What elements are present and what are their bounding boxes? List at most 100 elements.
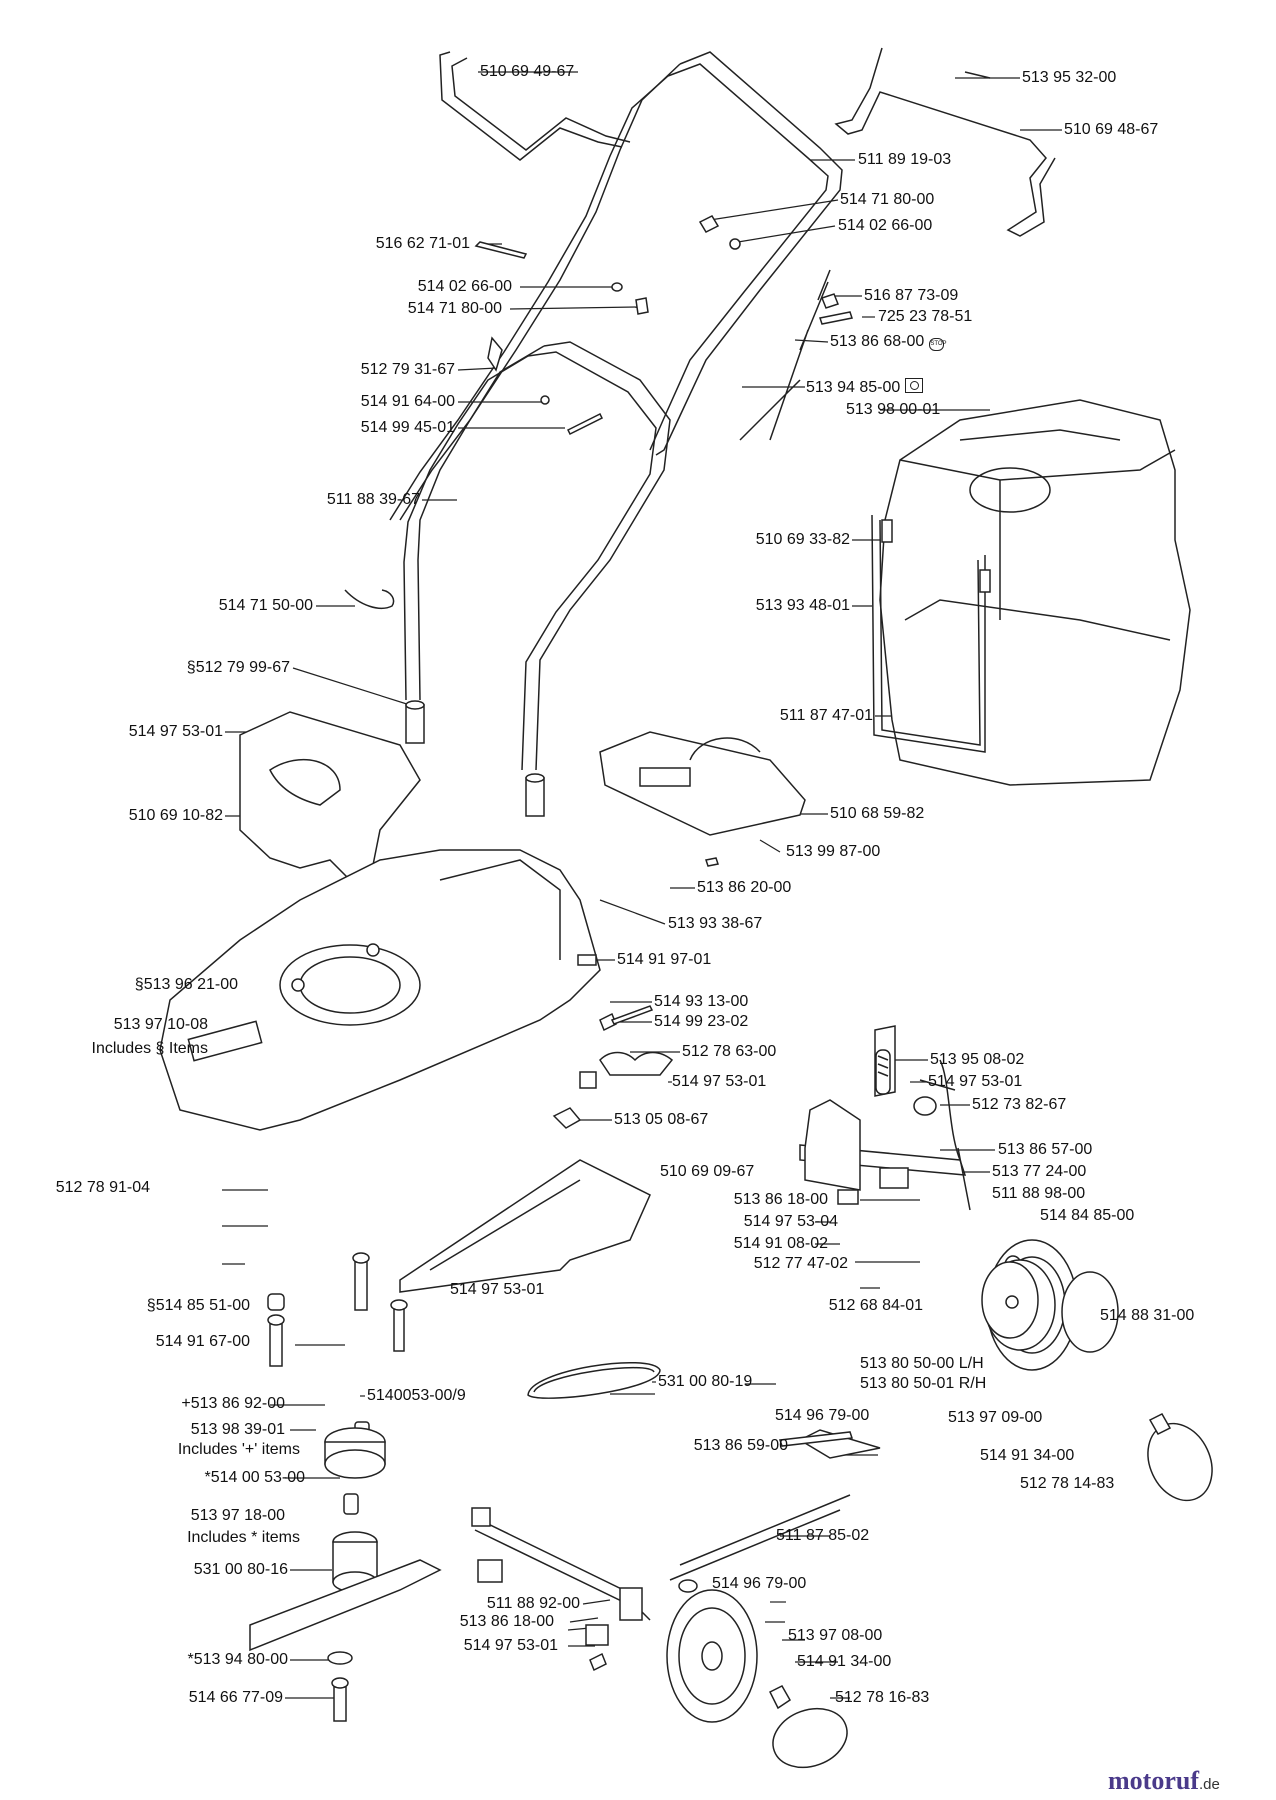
handle-sleeves (405, 700, 545, 817)
label-531-00-80-19: 531 00 80-19 (658, 1373, 753, 1390)
front-axle-assembly (471, 1429, 881, 1672)
deflector-flap (599, 731, 806, 836)
right-handle-bracket (834, 47, 1056, 237)
label-531-00-80-16: 531 00 80-16 (193, 1561, 288, 1578)
label-513-94-80-00: *513 94 80-00 (187, 1651, 288, 1668)
label-510-68-59-82: 510 68 59-82 (830, 805, 925, 822)
label-516-87-73-09: 516 87 73-09 (864, 287, 959, 304)
deck-fasteners (291, 857, 719, 1129)
brand-name: motoruf (1108, 1766, 1199, 1795)
label-513-77-24-00: 513 77 24-00 (992, 1163, 1087, 1180)
label-includes-plus-items: Includes '+' items (177, 1441, 300, 1458)
label-513-98-00-01: 513 98 00-01 (846, 401, 941, 418)
label-513-97-18-00: 513 97 18-00 (190, 1507, 285, 1524)
label-514-02-66-00-a: 514 02 66-00 (838, 217, 933, 234)
label-513-86-18-00-b: 513 86 18-00 (459, 1613, 554, 1630)
label-514-71-50-00: 514 71 50-00 (218, 597, 313, 614)
label-514-97-53-01-e: 514 97 53-01 (463, 1637, 558, 1654)
rear-cover (239, 711, 421, 881)
label-513-98-39-01: 513 98 39-01 (190, 1421, 285, 1438)
label-513-99-87-00: 513 99 87-00 (786, 843, 881, 860)
label-725-23-78-51: 725 23 78-51 (878, 308, 973, 325)
label-512-68-84-01: 512 68 84-01 (828, 1297, 923, 1314)
label-513-80-50-01-rh: 513 80 50-01 R/H (860, 1375, 987, 1392)
label-512-73-82-67: 512 73 82-67 (972, 1096, 1067, 1113)
label-510-69-09-67: 510 69 09-67 (660, 1163, 755, 1180)
label-514-71-80-00-b: 514 71 80-00 (407, 300, 502, 317)
label-514-91-67-00: 514 91 67-00 (155, 1333, 250, 1350)
small-fasteners (474, 215, 853, 441)
cutter-parts (249, 1252, 442, 1722)
label-513-86-68-00-text: 513 86 68-00 (830, 333, 925, 350)
brand-tld: .de (1198, 1776, 1220, 1793)
label-513-80-50-00-lh: 513 80 50-00 L/H (860, 1355, 984, 1372)
label-513-86-57-00: 513 86 57-00 (998, 1141, 1093, 1158)
label-513-86-68-00: 513 86 68-00 STOP (830, 333, 947, 351)
label-514-93-13-00: 514 93 13-00 (654, 993, 749, 1010)
label-514-99-45-01: 514 99 45-01 (360, 419, 455, 436)
engine-symbol-icon (905, 378, 924, 393)
label-514-91-34-00-a: 514 91 34-00 (980, 1447, 1075, 1464)
label-514-91-64-00: 514 91 64-00 (360, 393, 455, 410)
label-511-88-92-00: 511 88 92-00 (486, 1595, 580, 1612)
label-510-69-10-82: 510 69 10-82 (128, 807, 223, 824)
label-512-78-16-83: 512 78 16-83 (835, 1689, 930, 1706)
label-510-69-33-82: 510 69 33-82 (755, 531, 850, 548)
grass-bag (879, 399, 1191, 786)
label-514-97-53-01-d: 514 97 53-01 (450, 1281, 545, 1298)
label-514-97-53-01-a: 514 97 53-01 (128, 723, 223, 740)
wheel-disc (981, 1259, 1056, 1351)
label-513-94-85-00-text: 513 94 85-00 (806, 379, 901, 396)
label-512-77-47-02: 512 77 47-02 (753, 1255, 848, 1272)
drive-belt (527, 1362, 661, 1399)
label-511-89-19-03: 511 89 19-03 (858, 151, 952, 168)
label-514-84-85-00: 514 84 85-00 (1040, 1207, 1135, 1224)
label-514-97-53-01-c: 514 97 53-01 (928, 1073, 1023, 1090)
label-513-05-08-67: 513 05 08-67 (614, 1111, 709, 1128)
label-5140053-00-9: 5140053-00/9 (367, 1387, 466, 1404)
label-514-99-23-02: 514 99 23-02 (654, 1013, 749, 1030)
label-513-86-20-00: 513 86 20-00 (697, 879, 792, 896)
label-includes-star-items: Includes * items (187, 1529, 300, 1546)
stop-symbol-icon: STOP (929, 338, 947, 351)
label-510-69-48-67: 510 69 48-67 (1064, 121, 1159, 138)
label-510-69-49-67: 510 69 49-67 (480, 63, 575, 80)
label-511-88-98-00: 511 88 98-00 (992, 1185, 1086, 1202)
label-513-93-48-01: 513 93 48-01 (755, 597, 850, 614)
label-514-02-66-00-b: 514 02 66-00 (417, 278, 512, 295)
label-514-88-31-00: 514 88 31-00 (1100, 1307, 1195, 1324)
label-513-86-59-00: 513 86 59-00 (693, 1437, 788, 1454)
label-512-78-63-00: 512 78 63-00 (682, 1043, 777, 1060)
bag-frame (871, 514, 991, 753)
label-514-91-97-01: 514 91 97-01 (617, 951, 712, 968)
label-516-62-71-01: 516 62 71-01 (375, 235, 470, 252)
label-513-93-38-67: 513 93 38-67 (668, 915, 763, 932)
label-512-78-91-04: 512 78 91-04 (55, 1179, 150, 1196)
label-511-88-39-67: 511 88 39-67 (326, 491, 420, 508)
pulley-spring (875, 1049, 937, 1116)
label-513-86-92-00: +513 86 92-00 (181, 1395, 285, 1412)
upper-handle (389, 51, 843, 521)
label-511-87-85-02: 511 87 85-02 (776, 1527, 870, 1544)
label-513-95-08-02: 513 95 08-02 (930, 1051, 1025, 1068)
label-512-79-31-67: 512 79 31-67 (360, 361, 455, 378)
label-513-94-85-00: 513 94 85-00 (806, 378, 924, 397)
label-includes-section-items: Includes § Items (91, 1040, 209, 1057)
label-514-97-53-04: 514 97 53-04 (743, 1213, 838, 1230)
label-514-96-79-00-a: 514 96 79-00 (775, 1407, 870, 1424)
label-514-00-53-00: *514 00 53-00 (204, 1469, 305, 1486)
label-514-91-34-00-b: 514 91 34-00 (797, 1653, 892, 1670)
front-wheel (666, 1413, 1213, 1769)
label-513-97-10-08: 513 97 10-08 (113, 1016, 208, 1033)
label-514-71-80-00-a: 514 71 80-00 (840, 191, 935, 208)
deck (159, 849, 601, 1131)
label-513-97-09-00: 513 97 09-00 (948, 1409, 1043, 1426)
drive-assembly (799, 1025, 971, 1211)
label-514-85-51-00: §514 85 51-00 (146, 1297, 250, 1314)
label-513-97-08-00: 513 97 08-00 (788, 1627, 883, 1644)
label-513-86-18-00-a: 513 86 18-00 (733, 1191, 828, 1208)
label-511-87-47-01: 511 87 47-01 (779, 707, 873, 724)
lower-handle (403, 341, 671, 771)
handle-clip (344, 589, 395, 610)
